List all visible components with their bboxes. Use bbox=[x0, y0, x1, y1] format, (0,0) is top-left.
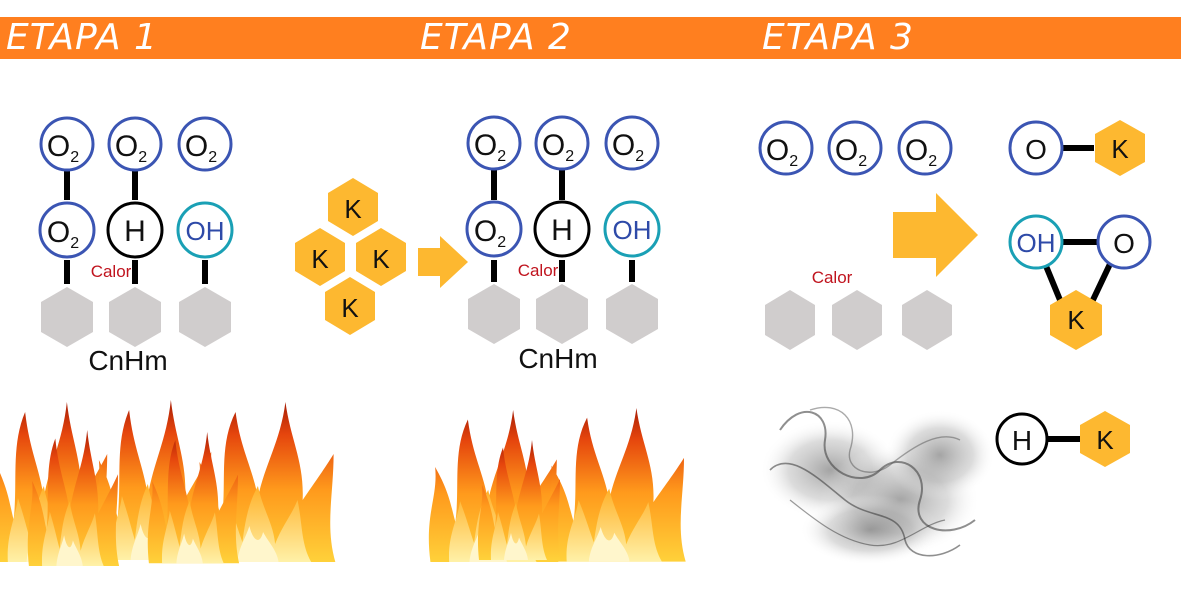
hydrocarbon-hexagon bbox=[41, 287, 93, 347]
svg-text:O2: O2 bbox=[905, 134, 937, 170]
heat-label: Calor bbox=[91, 262, 132, 281]
oh-molecule: OH bbox=[603, 200, 661, 258]
hydrocarbon-hexagon bbox=[606, 284, 658, 344]
svg-text:K: K bbox=[1111, 134, 1129, 164]
smoke-image bbox=[760, 406, 995, 565]
potassium-hydride-molecule: H K bbox=[995, 411, 1130, 467]
o2-molecule: O2 bbox=[38, 201, 96, 259]
stage-1-title: ETAPA 1 bbox=[6, 17, 158, 58]
hydrocarbon-hexagon bbox=[536, 284, 588, 344]
svg-text:O: O bbox=[1025, 134, 1047, 165]
hydrocarbon-label: CnHm bbox=[518, 343, 597, 374]
svg-text:K: K bbox=[344, 194, 362, 224]
oh-molecule bbox=[1008, 214, 1064, 270]
potassium-hexagon: K bbox=[328, 178, 378, 236]
svg-text:O2: O2 bbox=[115, 130, 147, 166]
o2-molecule: O2 bbox=[177, 116, 233, 172]
o2-molecule: O2 bbox=[758, 120, 814, 176]
fire-image bbox=[0, 400, 336, 566]
hydrocarbon-label: CnHm bbox=[88, 345, 167, 376]
oh-molecule: OH bbox=[176, 201, 234, 259]
hydrocarbon-hexagon bbox=[109, 287, 161, 347]
h-atom: H bbox=[106, 201, 164, 259]
o2-molecule: O2 bbox=[466, 115, 522, 171]
potassium-hexagon: K bbox=[325, 277, 375, 335]
o-atom bbox=[1096, 214, 1152, 270]
h-atom bbox=[995, 412, 1049, 466]
svg-text:H: H bbox=[551, 214, 573, 247]
svg-text:K: K bbox=[1067, 305, 1085, 335]
hydrocarbon-hexagon bbox=[468, 284, 520, 344]
svg-text:O: O bbox=[1113, 228, 1135, 259]
potassium-oxide-molecule: O K bbox=[1008, 120, 1145, 176]
svg-text:OH: OH bbox=[613, 215, 652, 245]
svg-text:OH: OH bbox=[1017, 228, 1056, 258]
potassium-hexagon bbox=[1050, 290, 1102, 350]
o-atom bbox=[1008, 120, 1064, 176]
svg-text:O2: O2 bbox=[474, 215, 506, 251]
potassium-cluster: K K K K bbox=[295, 178, 406, 335]
potassium-hydroxide-ring: OH O K bbox=[1008, 214, 1152, 350]
stage-2-group: K K K K bbox=[295, 115, 686, 562]
o2-molecule: O2 bbox=[534, 115, 590, 171]
svg-text:O2: O2 bbox=[474, 129, 506, 165]
svg-text:K: K bbox=[372, 244, 390, 274]
heat-label: Calor bbox=[518, 261, 559, 280]
o2-molecule: O2 bbox=[827, 120, 883, 176]
heat-label: Calor bbox=[812, 268, 853, 287]
potassium-hexagon bbox=[1095, 120, 1145, 176]
hydrocarbon-hexagon bbox=[902, 290, 952, 350]
svg-text:O2: O2 bbox=[47, 216, 79, 252]
svg-text:H: H bbox=[1012, 425, 1032, 456]
hydrocarbon-hexagon bbox=[179, 287, 231, 347]
fire-image bbox=[428, 408, 686, 562]
stage-1-group: O2 O2 O2 O2 H OH Calor bbox=[0, 116, 336, 566]
svg-text:K: K bbox=[1096, 425, 1114, 455]
potassium-hexagon: K bbox=[356, 228, 406, 286]
svg-text:H: H bbox=[124, 215, 146, 248]
o2-molecule: O2 bbox=[897, 120, 953, 176]
reaction-arrow-large bbox=[893, 193, 978, 277]
svg-text:O2: O2 bbox=[542, 129, 574, 165]
o2-molecule: O2 bbox=[465, 200, 523, 258]
o2-molecule: O2 bbox=[39, 116, 95, 172]
svg-text:O2: O2 bbox=[766, 134, 798, 170]
h-atom: H bbox=[533, 200, 591, 258]
svg-text:K: K bbox=[341, 293, 359, 323]
hydrocarbon-hexagon bbox=[765, 290, 815, 350]
potassium-hexagon: K bbox=[295, 228, 345, 286]
hydrocarbon-hexagon bbox=[832, 290, 882, 350]
svg-text:O2: O2 bbox=[185, 130, 217, 166]
header-banner bbox=[0, 17, 1181, 59]
stage-2-title: ETAPA 2 bbox=[420, 17, 572, 58]
reaction-arrow-small bbox=[418, 236, 468, 288]
o2-molecule: O2 bbox=[604, 115, 660, 171]
svg-text:O2: O2 bbox=[612, 129, 644, 165]
potassium-hexagon bbox=[1080, 411, 1130, 467]
stage-3-title: ETAPA 3 bbox=[762, 17, 914, 58]
stage-3-group: O2 O2 O2 Calor O K bbox=[758, 120, 1152, 565]
svg-text:O2: O2 bbox=[835, 134, 867, 170]
svg-text:OH: OH bbox=[186, 216, 225, 246]
o2-molecule: O2 bbox=[107, 116, 163, 172]
svg-text:K: K bbox=[311, 244, 329, 274]
svg-text:O2: O2 bbox=[47, 130, 79, 166]
